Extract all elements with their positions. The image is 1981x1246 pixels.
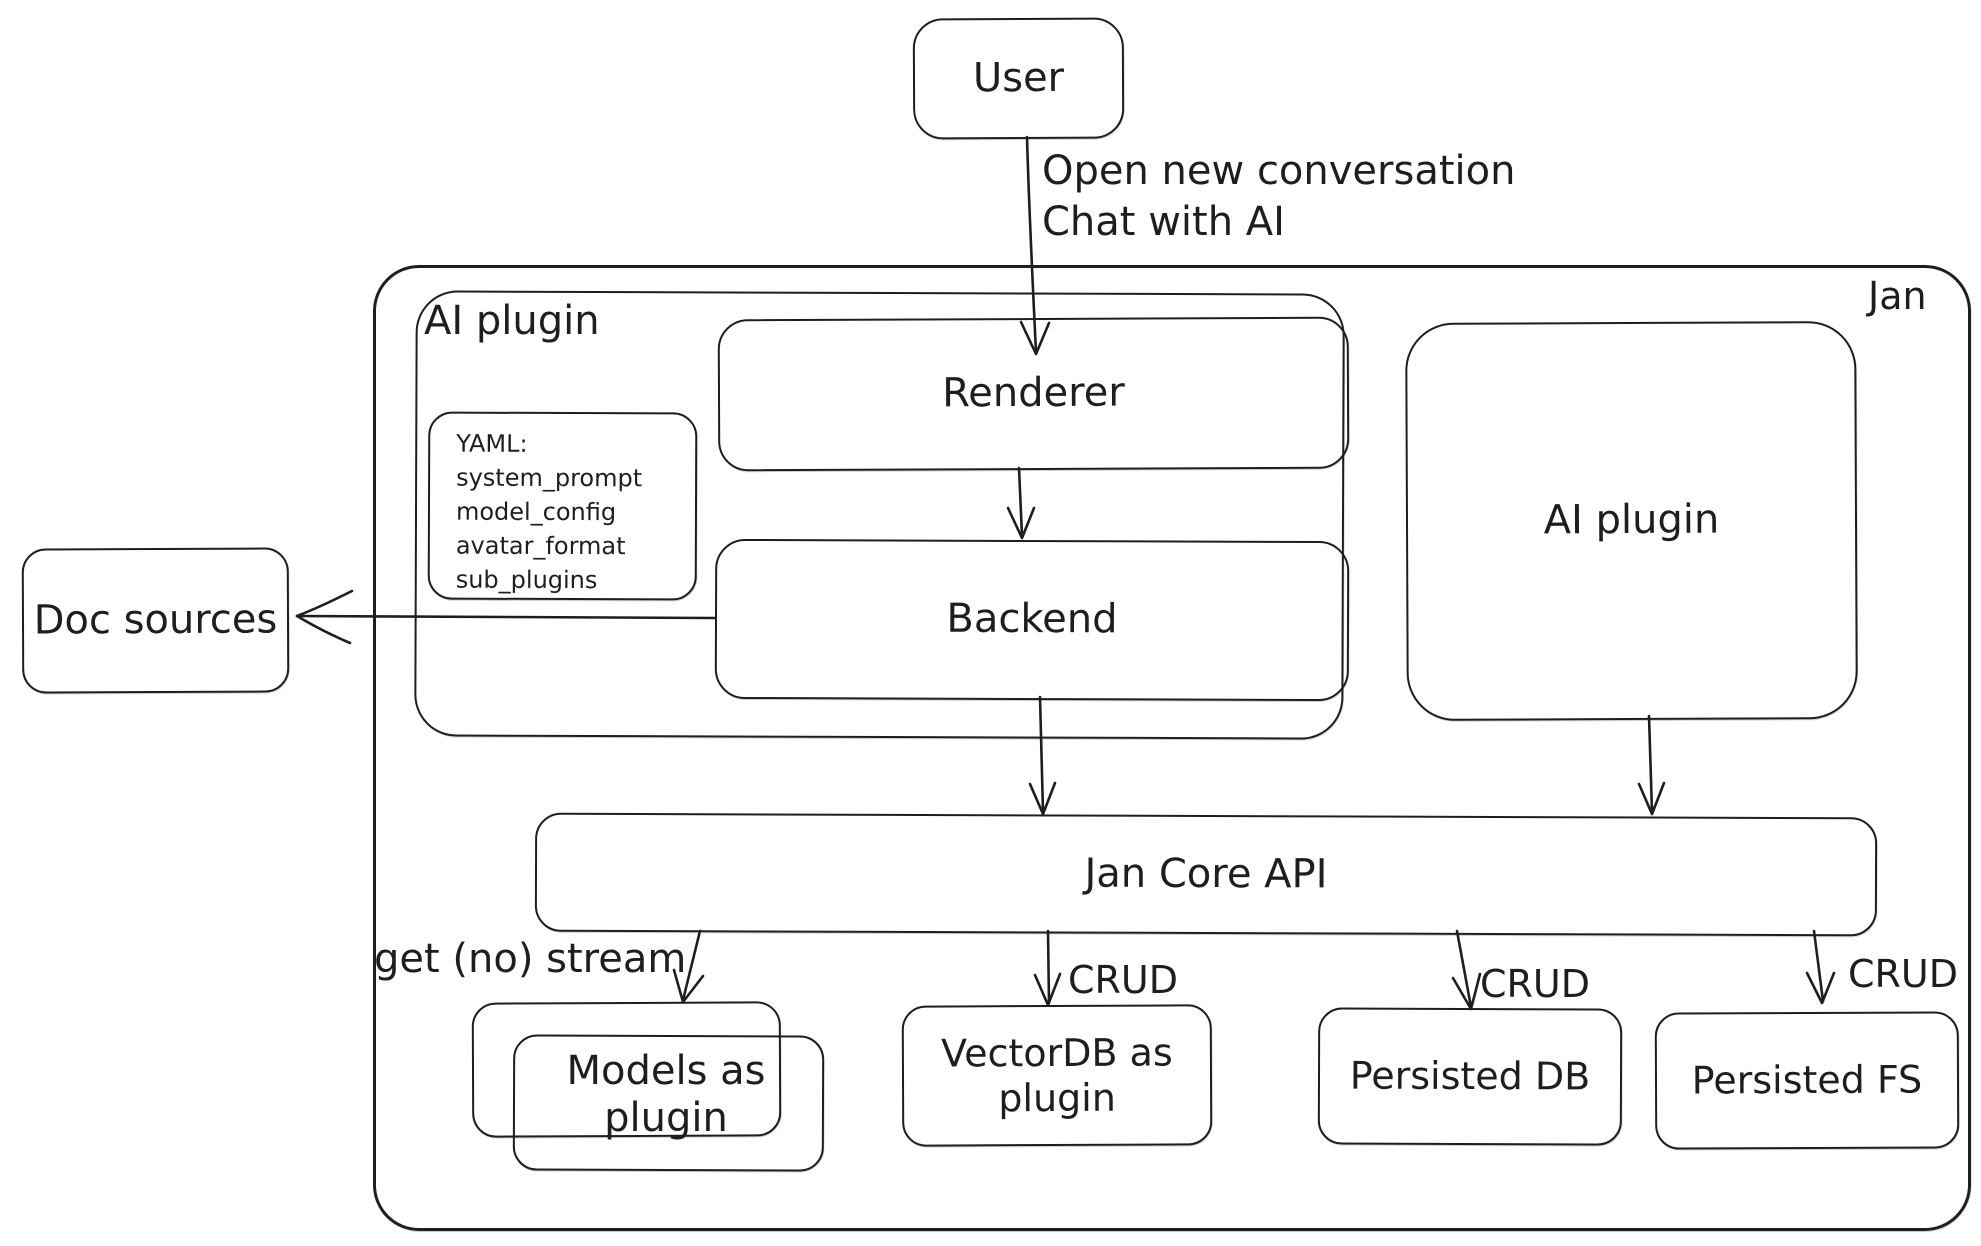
renderer-node-label: Renderer — [942, 370, 1125, 417]
crud-label-vectordb: CRUD — [1068, 958, 1179, 1002]
jan-container — [373, 265, 1971, 1231]
vectordb-node: VectorDB as plugin — [901, 1004, 1213, 1147]
persisted-db-node-label: Persisted DB — [1349, 1053, 1591, 1099]
jan-core-api-node: Jan Core API — [534, 812, 1878, 937]
user-node-label: User — [972, 54, 1065, 102]
persisted-db-node: Persisted DB — [1317, 1007, 1623, 1146]
get-no-stream-label: get (no) stream — [374, 936, 687, 982]
yaml-note: YAML: system_prompt model_config avatar_… — [427, 411, 698, 601]
vectordb-node-label: VectorDB as plugin — [941, 1030, 1173, 1120]
models-node-label: Models as plugin — [566, 1048, 766, 1142]
crud-label-persisted-db: CRUD — [1480, 962, 1591, 1006]
renderer-node: Renderer — [717, 316, 1350, 472]
doc-sources-node-label: Doc sources — [33, 596, 278, 644]
user-node: User — [912, 17, 1125, 140]
persisted-fs-node: Persisted FS — [1654, 1011, 1960, 1150]
ai-plugin-right-node-label: AI plugin — [1543, 497, 1720, 544]
doc-sources-node: Doc sources — [21, 547, 290, 694]
jan-core-api-node-label: Jan Core API — [1084, 850, 1328, 898]
crud-label-persisted-fs: CRUD — [1848, 952, 1959, 996]
user-edge-label: Open new conversation Chat with AI — [1042, 148, 1516, 246]
backend-node-label: Backend — [946, 596, 1118, 643]
ai-plugin-right-node: AI plugin — [1405, 321, 1858, 721]
persisted-fs-node-label: Persisted FS — [1691, 1057, 1923, 1103]
jan-container-label: Jan — [1868, 274, 1927, 318]
ai-plugin-group-label: AI plugin — [424, 298, 600, 344]
backend-node: Backend — [714, 538, 1350, 702]
yaml-note-text: YAML: system_prompt model_config avatar_… — [455, 429, 643, 595]
